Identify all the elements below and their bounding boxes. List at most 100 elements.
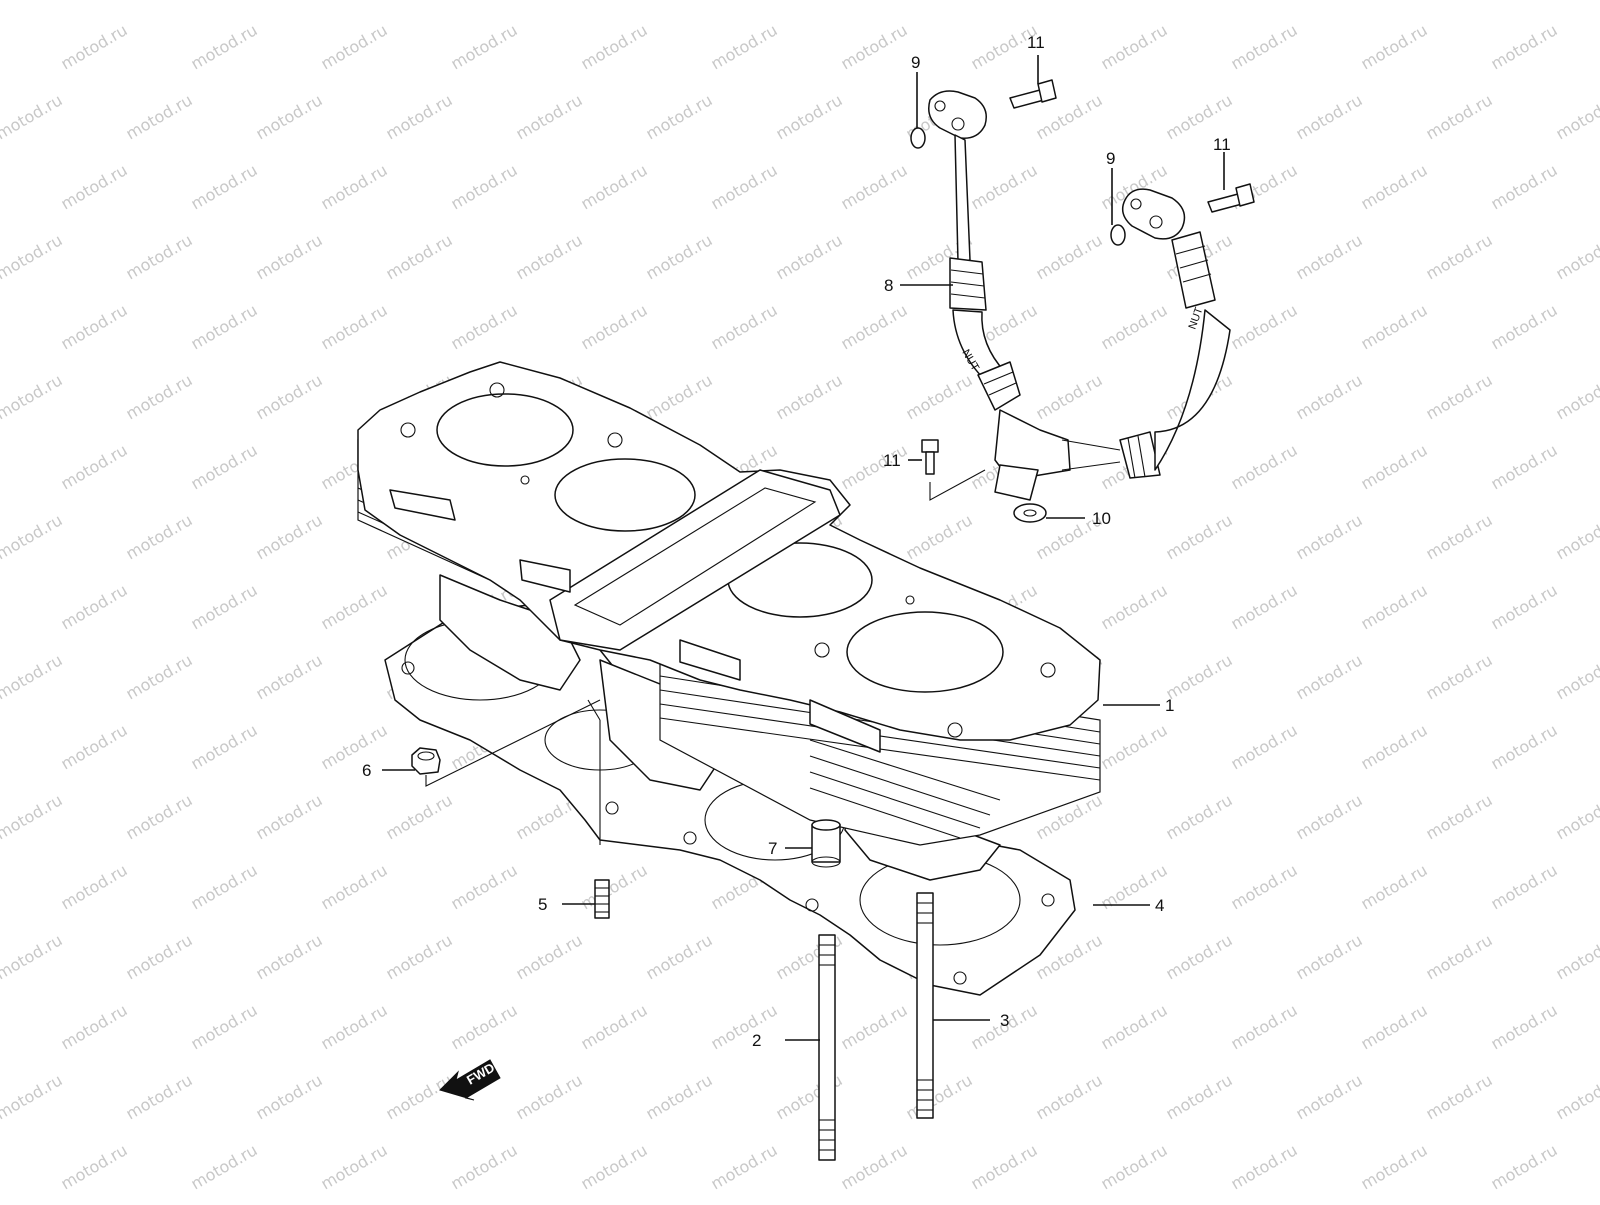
callout-3: 3 bbox=[1000, 1011, 1009, 1030]
watermark-text: motod.ru bbox=[253, 930, 326, 983]
watermark-text: motod.ru bbox=[58, 160, 131, 213]
watermark-text: motod.ru bbox=[838, 20, 911, 73]
watermark-text: motod.ru bbox=[1553, 230, 1600, 283]
callout-8: 8 bbox=[884, 276, 893, 295]
watermark-text: motod.ru bbox=[0, 580, 1, 633]
watermark-text: motod.ru bbox=[1358, 720, 1431, 773]
watermark-text: motod.ru bbox=[0, 930, 66, 983]
watermark-text: motod.ru bbox=[123, 1070, 196, 1123]
watermark-text: motod.ru bbox=[58, 20, 131, 73]
watermark-text: motod.ru bbox=[643, 930, 716, 983]
watermark-text: motod.ru bbox=[1033, 370, 1106, 423]
watermark-text: motod.ru bbox=[838, 300, 911, 353]
watermark-text: motod.ru bbox=[188, 1140, 261, 1193]
callout-4: 4 bbox=[1155, 896, 1164, 915]
watermark-text: motod.ru bbox=[318, 1140, 391, 1193]
watermark-text: motod.ru bbox=[968, 160, 1041, 213]
watermark-text: motod.ru bbox=[0, 720, 1, 773]
watermark-text: motod.ru bbox=[1293, 230, 1366, 283]
watermark-text: motod.ru bbox=[318, 860, 391, 913]
watermark-text: motod.ru bbox=[1293, 790, 1366, 843]
watermark-text: motod.ru bbox=[0, 1140, 1, 1193]
watermark-text: motod.ru bbox=[253, 0, 326, 3]
watermark-text: motod.ru bbox=[578, 20, 651, 73]
watermark-text: motod.ru bbox=[1163, 930, 1236, 983]
watermark-text: motod.ru bbox=[1488, 1000, 1561, 1053]
watermark-text: motod.ru bbox=[1423, 790, 1496, 843]
watermark-text: motod.ru bbox=[0, 20, 1, 73]
watermark-text: motod.ru bbox=[1358, 20, 1431, 73]
watermark-text: motod.ru bbox=[1033, 230, 1106, 283]
watermark-text: motod.ru bbox=[188, 1000, 261, 1053]
watermark-text: motod.ru bbox=[1553, 650, 1600, 703]
watermark-text: motod.ru bbox=[1423, 90, 1496, 143]
watermark-text: motod.ru bbox=[1488, 580, 1561, 633]
watermark-text: motod.ru bbox=[253, 510, 326, 563]
watermark-text: motod.ru bbox=[1553, 930, 1600, 983]
washer-10 bbox=[1014, 504, 1046, 522]
watermark-text: motod.ru bbox=[643, 1070, 716, 1123]
callout-11-right: 11 bbox=[1213, 135, 1231, 154]
callout-11-top: 11 bbox=[1027, 33, 1045, 52]
watermark-text: motod.ru bbox=[1553, 510, 1600, 563]
watermark-text: motod.ru bbox=[1423, 370, 1496, 423]
watermark-text: motod.ru bbox=[1358, 1000, 1431, 1053]
watermark-text: motod.ru bbox=[1163, 0, 1236, 3]
watermark-text: motod.ru bbox=[253, 790, 326, 843]
watermark-text: motod.ru bbox=[188, 720, 261, 773]
watermark-text: motod.ru bbox=[123, 0, 196, 3]
watermark-text: motod.ru bbox=[448, 20, 521, 73]
watermark-text: motod.ru bbox=[643, 0, 716, 3]
watermark-text: motod.ru bbox=[903, 1070, 976, 1123]
bolt-11-right bbox=[1208, 184, 1254, 212]
watermark-text: motod.ru bbox=[58, 300, 131, 353]
watermark-text: motod.ru bbox=[1033, 0, 1106, 3]
watermark-text: motod.ru bbox=[123, 510, 196, 563]
watermark-text: motod.ru bbox=[188, 20, 261, 73]
watermark-text: motod.ru bbox=[253, 1070, 326, 1123]
watermark-text: motod.ru bbox=[0, 790, 66, 843]
watermark-text: motod.ru bbox=[1553, 370, 1600, 423]
watermark-text: motod.ru bbox=[318, 160, 391, 213]
watermark-text: motod.ru bbox=[1293, 370, 1366, 423]
watermark-text: motod.ru bbox=[123, 790, 196, 843]
watermark-text: motod.ru bbox=[188, 440, 261, 493]
callout-5: 5 bbox=[538, 895, 547, 914]
watermark-text: motod.ru bbox=[1228, 860, 1301, 913]
watermark-text: motod.ru bbox=[1163, 510, 1236, 563]
watermark-text: motod.ru bbox=[1098, 1000, 1171, 1053]
watermark-text: motod.ru bbox=[318, 580, 391, 633]
watermark-text: motod.ru bbox=[383, 930, 456, 983]
watermark-text: motod.ru bbox=[1293, 0, 1366, 3]
watermark-text: motod.ru bbox=[903, 510, 976, 563]
watermark-text: motod.ru bbox=[0, 650, 66, 703]
stud-2 bbox=[819, 935, 835, 1160]
watermark-text: motod.ru bbox=[513, 90, 586, 143]
watermark-text: motod.ru bbox=[513, 930, 586, 983]
watermark-text: motod.ru bbox=[448, 300, 521, 353]
callout-6: 6 bbox=[362, 761, 371, 780]
watermark-text: motod.ru bbox=[708, 160, 781, 213]
watermark-text: motod.ru bbox=[1358, 860, 1431, 913]
watermark-text: motod.ru bbox=[1553, 790, 1600, 843]
watermark-text: motod.ru bbox=[708, 300, 781, 353]
watermark-text: motod.ru bbox=[968, 1140, 1041, 1193]
watermark-text: motod.ru bbox=[1293, 650, 1366, 703]
watermark-text: motod.ru bbox=[1228, 440, 1301, 493]
watermark-text: motod.ru bbox=[1033, 1070, 1106, 1123]
watermark-text: motod.ru bbox=[318, 20, 391, 73]
watermark-text: motod.ru bbox=[838, 1000, 911, 1053]
watermark-text: motod.ru bbox=[253, 650, 326, 703]
watermark-text: motod.ru bbox=[0, 230, 66, 283]
watermark-text: motod.ru bbox=[1423, 650, 1496, 703]
watermark-text: motod.ru bbox=[1358, 580, 1431, 633]
watermark-text: motod.ru bbox=[1098, 720, 1171, 773]
watermark-text: motod.ru bbox=[1488, 720, 1561, 773]
watermark-text: motod.ru bbox=[1228, 20, 1301, 73]
watermark-text: motod.ru bbox=[58, 580, 131, 633]
callout-7: 7 bbox=[768, 839, 777, 858]
watermark-text: motod.ru bbox=[1423, 1070, 1496, 1123]
watermark-text: motod.ru bbox=[383, 230, 456, 283]
